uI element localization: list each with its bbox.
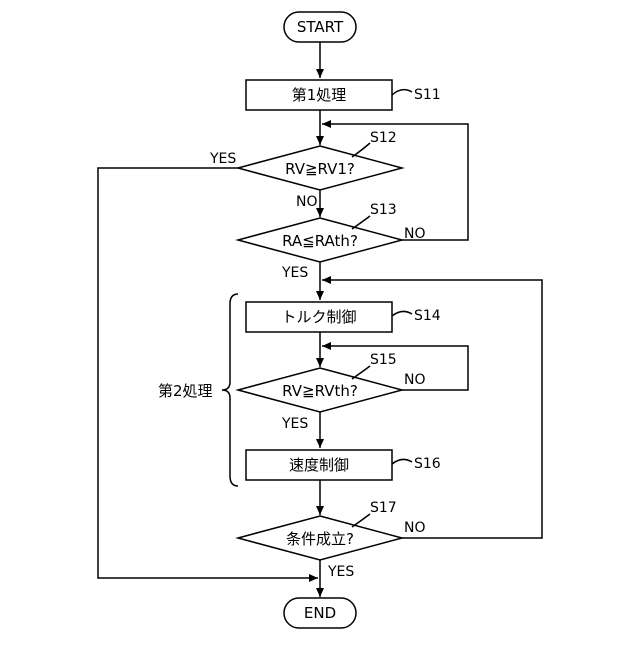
step-label-s14: S14 (414, 308, 441, 324)
step-label-s11: S11 (414, 87, 441, 103)
leader-s11 (392, 90, 412, 95)
leader-s15 (352, 366, 370, 379)
s12-yes-label: YES (209, 151, 236, 167)
s17-yes-label: YES (327, 564, 354, 580)
decision-s17-label: 条件成立? (286, 530, 354, 548)
leader-s14 (392, 311, 412, 316)
step-label-s13: S13 (370, 202, 397, 218)
s15-yes-label: YES (281, 416, 308, 432)
step-label-s15: S15 (370, 352, 397, 368)
step-label-s16: S16 (414, 456, 441, 472)
leader-s12 (352, 143, 370, 157)
leader-s16 (392, 459, 412, 464)
process-s11-label: 第1処理 (292, 86, 347, 104)
s12-no-label: NO (296, 194, 318, 210)
s17-no-label: NO (404, 520, 426, 536)
decision-s13-label: RA≦RAth? (282, 232, 358, 250)
group-label: 第2処理 (158, 382, 213, 400)
s13-yes-label: YES (281, 265, 308, 281)
process-s16-label: 速度制御 (289, 456, 349, 474)
decision-s15-label: RV≧RVth? (282, 382, 358, 400)
s13-no-label: NO (404, 226, 426, 242)
start-label: START (297, 18, 344, 36)
leader-s17 (352, 514, 370, 527)
decision-s12-label: RV≧RV1? (285, 160, 355, 178)
leader-s13 (352, 216, 370, 229)
process-s14-label: トルク制御 (281, 308, 356, 326)
s15-no-label: NO (404, 372, 426, 388)
end-label: END (304, 604, 336, 622)
step-label-s17: S17 (370, 500, 397, 516)
step-label-s12: S12 (370, 130, 397, 146)
